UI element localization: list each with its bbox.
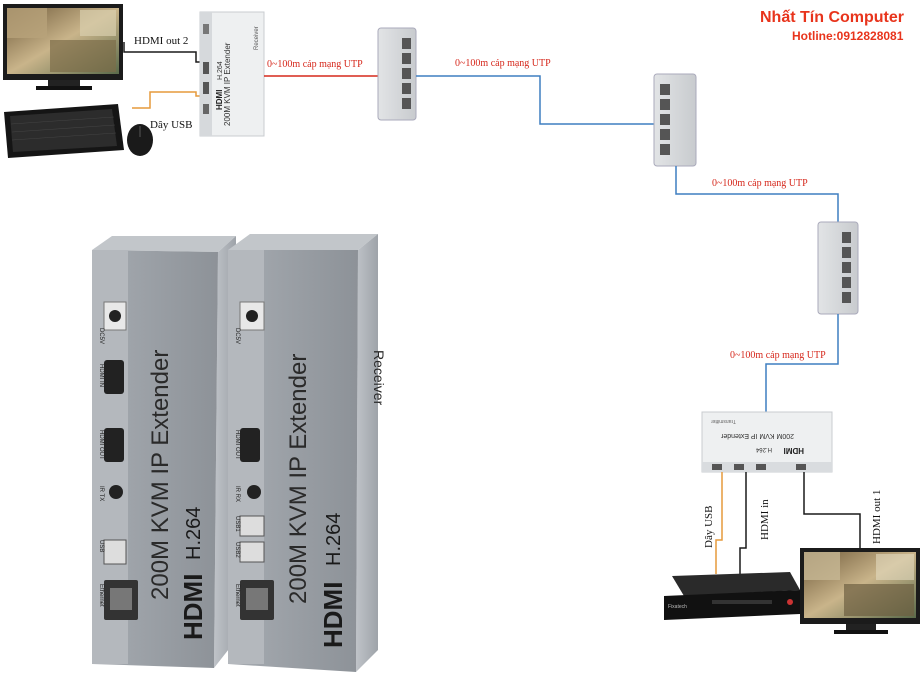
receiver-large: DC5V HDMI OUT IR RX USB1 USB2 Ethernet 2…	[228, 234, 387, 672]
cable-segment-2	[416, 75, 654, 125]
receiver-top-logo: HDMI	[215, 90, 224, 110]
brand-hotline: Hotline:0912828081	[792, 29, 904, 43]
rx-port-usb1: USB1	[234, 516, 240, 532]
transmitter-top-text: Transmitter	[711, 418, 736, 424]
transmitter-large: DC5V HDMI IN HDMI OUT IR TX USB Ethernet…	[92, 236, 236, 668]
rx-codec: H.264	[323, 513, 345, 566]
rx-port-ir: IR RX	[234, 486, 240, 502]
receiver-device-top: 200M KVM IP Extender HDMI H.264 Receiver	[199, 11, 265, 137]
transmitter-codec: H.264	[755, 446, 772, 452]
transmitter-device: 200M KVM IP Extender HDMI H.264 Transmit…	[701, 411, 833, 473]
brand-name: Nhất Tín Computer	[760, 9, 904, 26]
label-day-usb-bottom: Dây USB	[703, 506, 715, 548]
dvr-recorder: Fixatech	[664, 572, 800, 620]
label-cable-3: 0~100m cáp mạng UTP	[712, 178, 808, 189]
hdmi-out-1-cable	[803, 472, 861, 552]
hdmi-out-2-cable	[123, 42, 206, 63]
tx-port-dc: DC5V	[98, 328, 104, 344]
tx-port-usb: USB	[98, 540, 104, 552]
tx-port-hdmi-in: HDMI IN	[98, 364, 104, 387]
network-switch-3	[817, 221, 859, 315]
tx-logo: HDMI	[178, 574, 208, 640]
rx-port-dc: DC5V	[234, 328, 240, 344]
mouse	[127, 124, 153, 156]
tx-port-hdmi-out: HDMI OUT	[98, 430, 104, 460]
usb-cable-bottom	[715, 472, 723, 574]
rx-model-text: 200M KVM IP Extender	[285, 354, 312, 604]
keyboard	[4, 104, 124, 158]
transmitter-model: 200M KVM IP Extender	[720, 432, 794, 439]
tx-port-ethernet: Ethernet	[98, 584, 104, 607]
network-switch-1	[377, 27, 417, 121]
monitor-top-left	[3, 4, 123, 90]
label-cable-4: 0~100m cáp mạng UTP	[730, 350, 826, 361]
tx-model-text: 200M KVM IP Extender	[147, 350, 174, 600]
label-hdmi-in: HDMI in	[759, 499, 771, 540]
cable-segment-3	[675, 166, 839, 224]
label-cable-2: 0~100m cáp mạng UTP	[455, 58, 551, 69]
receiver-top-text: Receiver	[254, 26, 260, 50]
dvr-brand: Fixatech	[668, 604, 687, 610]
label-cable-1: 0~100m cáp mạng UTP	[267, 59, 363, 70]
cable-segment-4	[765, 314, 839, 412]
receiver-top-model: 200M KVM IP Extender	[223, 42, 232, 126]
label-hdmi-out-1: HDMI out 1	[871, 490, 883, 544]
label-day-usb-top: Dây USB	[150, 119, 192, 131]
rx-port-ethernet: Ethernet	[234, 584, 240, 607]
monitor-bottom-right	[800, 548, 920, 634]
rx-port-usb2: USB2	[234, 542, 240, 558]
tx-codec: H.264	[183, 507, 205, 560]
receiver-top-codec: H.264	[217, 61, 224, 80]
tx-port-ir: IR TX	[98, 486, 104, 501]
rx-port-hdmi-out: HDMI OUT	[234, 430, 240, 460]
rx-logo: HDMI	[318, 582, 348, 648]
rx-receiver-label: Receiver	[371, 350, 387, 406]
transmitter-logo: HDMI	[784, 446, 804, 455]
label-hdmi-out-2: HDMI out 2	[134, 35, 188, 47]
hdmi-in-cable	[739, 472, 747, 574]
network-switch-2	[653, 73, 697, 167]
usb-cable-top	[132, 91, 206, 109]
